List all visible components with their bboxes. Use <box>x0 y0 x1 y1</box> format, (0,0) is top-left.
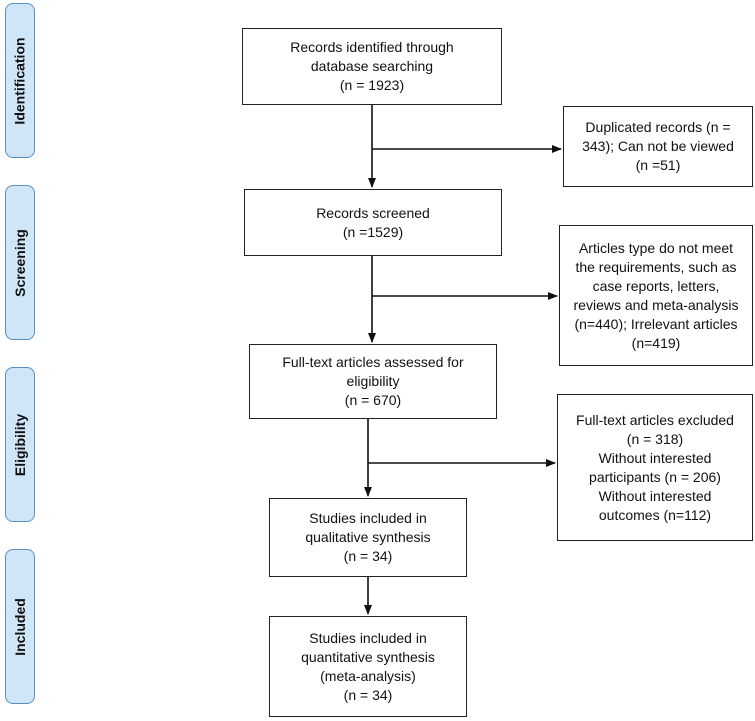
box-line: (n = 34) <box>343 548 393 564</box>
box-line: reviews and meta-analysis <box>573 296 739 313</box>
box-line: Records screened <box>316 204 430 221</box>
box-line: (n =1529) <box>342 223 404 240</box>
box-line: outcomes (n=112) <box>598 506 712 523</box>
phase-screening: Screening <box>5 185 35 340</box>
box-line: Records identified through <box>290 39 454 55</box>
box-line: database searching <box>310 58 434 74</box>
box-line: 343); Can not be viewed <box>582 138 734 154</box>
box-line: the requirements, such as <box>575 258 737 275</box>
box-line: qualitative synthesis <box>305 529 431 545</box>
box-fulltext-assessed: Full-text articles assessed for eligibil… <box>249 344 497 419</box>
box-line: quantitative synthesis <box>301 648 435 665</box>
box-records-screened: Records screened (n =1529) <box>244 189 502 256</box>
box-line: (n = 34) <box>343 686 393 703</box>
box-line: (n = 670) <box>344 392 402 408</box>
box-line: (n = 318) <box>626 430 684 447</box>
box-line: Articles type do not meet <box>578 239 734 256</box>
box-line: Studies included in <box>309 629 427 646</box>
box-line: case reports, letters, <box>592 277 720 294</box>
box-records-identified: Records identified through database sear… <box>242 28 502 105</box>
phase-included: Included <box>5 549 35 704</box>
box-line: Duplicated records (n = <box>585 119 731 135</box>
box-line: Full-text articles assessed for <box>282 354 464 370</box>
phase-eligibility: Eligibility <box>5 367 35 522</box>
box-line: participants (n = 206) <box>589 468 721 485</box>
box-line: (n = 1923) <box>339 77 405 93</box>
phase-identification: Identification <box>5 3 35 158</box>
box-line: (n=440); Irrelevant articles <box>574 315 738 332</box>
box-line: Full-text articles excluded <box>576 411 734 428</box>
box-duplicated-records: Duplicated records (n = 343); Can not be… <box>563 106 753 187</box>
box-line: (meta-analysis) <box>320 667 416 684</box>
box-fulltext-excluded: Full-text articles excluded (n = 318) Wi… <box>557 394 753 541</box>
box-qualitative-synthesis: Studies included in qualitative synthesi… <box>269 498 467 577</box>
box-line: eligibility <box>346 373 400 389</box>
box-quantitative-synthesis: Studies included in quantitative synthes… <box>269 616 467 717</box>
box-line: Studies included in <box>309 510 427 526</box>
box-line: Without interested <box>598 487 712 504</box>
box-line: Without interested <box>598 449 712 466</box>
box-type-excluded: Articles type do not meet the requiremen… <box>559 225 753 366</box>
box-line: (n=419) <box>631 334 681 351</box>
box-line: (n =51) <box>635 157 681 173</box>
